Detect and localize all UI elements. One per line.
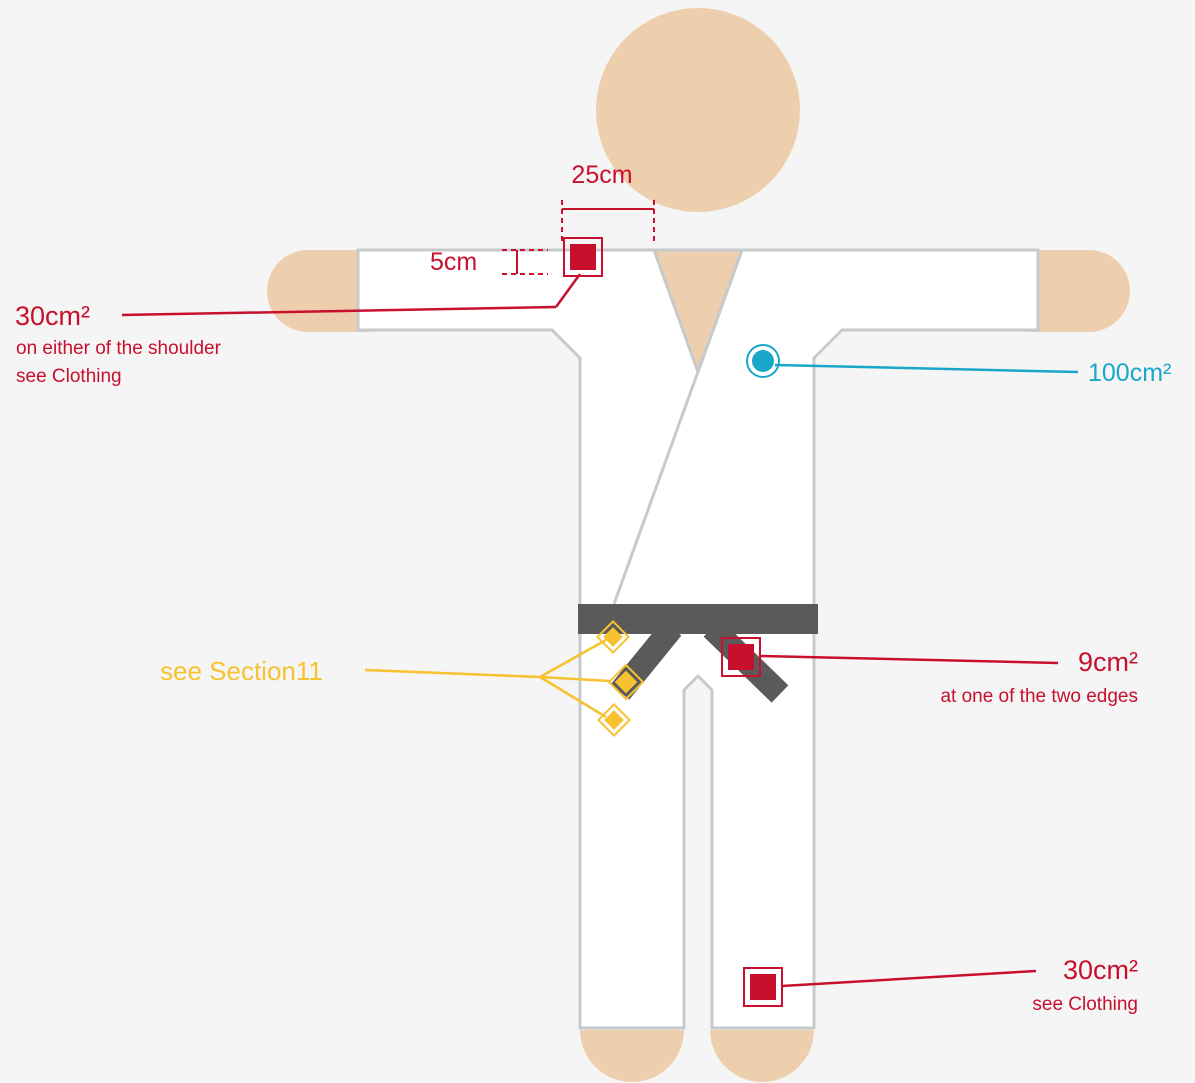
belt-edge-callout-value: 9cm² bbox=[1078, 647, 1138, 677]
trousers-leader-line bbox=[782, 971, 1036, 986]
shoulder-callout-value: 30cm² bbox=[15, 301, 90, 331]
trousers-callout-line1: see Clothing bbox=[1032, 994, 1138, 1015]
left-foot bbox=[580, 1030, 684, 1082]
chest-callout-value: 100cm² bbox=[1088, 359, 1171, 387]
dimension-25cm-label: 25cm bbox=[571, 161, 632, 189]
shoulder-callout-line2: see Clothing bbox=[16, 366, 122, 387]
shoulder-callout-line1: on either of the shoulder bbox=[16, 338, 222, 359]
section11-callout: see Section11 bbox=[160, 656, 323, 686]
shoulder-marker bbox=[570, 244, 596, 270]
trousers-marker bbox=[750, 974, 776, 1000]
chest-marker bbox=[752, 350, 774, 372]
belt-edge-callout-line1: at one of the two edges bbox=[940, 686, 1138, 707]
belt-edge-marker bbox=[728, 644, 754, 670]
right-foot bbox=[710, 1030, 814, 1082]
chest-leader-line bbox=[775, 365, 1078, 372]
section11-leader-line bbox=[365, 670, 540, 677]
dimension-5cm-label: 5cm bbox=[430, 248, 477, 276]
trousers-callout-value: 30cm² bbox=[1063, 955, 1138, 985]
